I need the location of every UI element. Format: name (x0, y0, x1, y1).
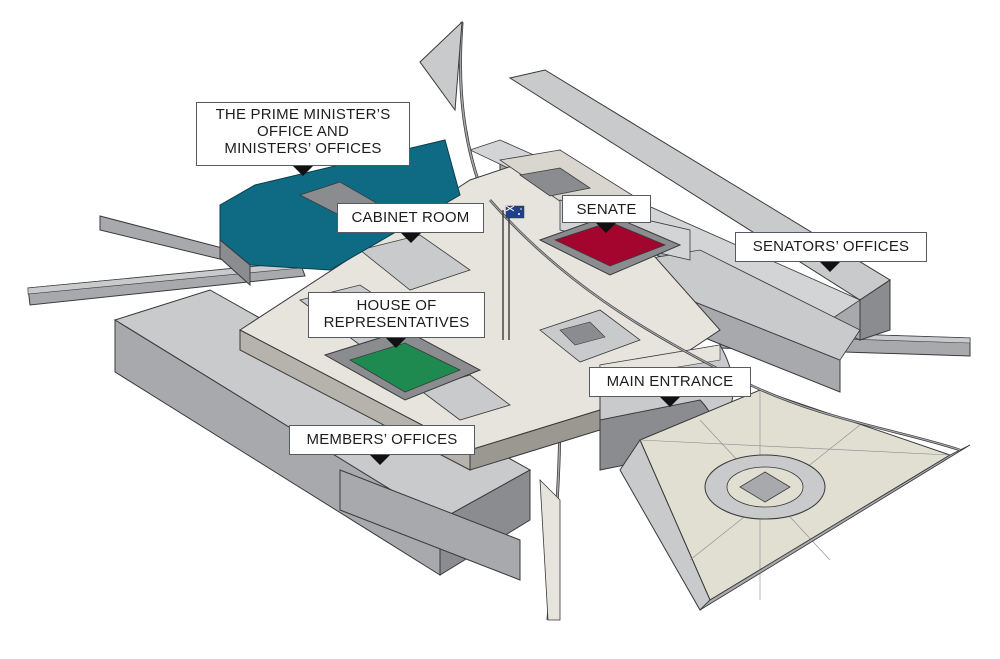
label-senators-offices: SENATORS’ OFFICES (735, 232, 927, 262)
label-pm-office: THE PRIME MINISTER’S OFFICE AND MINISTER… (196, 102, 410, 166)
label-senate: SENATE (562, 195, 651, 223)
label-senators-offices-text: SENATORS’ OFFICES (752, 238, 910, 255)
label-main-entrance: MAIN ENTRANCE (589, 367, 751, 397)
label-house-line-1: HOUSE OF (356, 297, 437, 314)
label-senate-text: SENATE (576, 201, 637, 218)
flagpole (502, 210, 510, 340)
label-house-line-2: REPRESENTATIVES (323, 314, 470, 331)
label-main-entrance-text: MAIN ENTRANCE (606, 373, 734, 390)
label-members-offices: MEMBERS’ OFFICES (289, 425, 475, 455)
label-members-offices-text: MEMBERS’ OFFICES (306, 431, 458, 448)
forecourt (619, 389, 971, 611)
label-pm-office-line-2: OFFICE AND (256, 123, 349, 140)
label-pm-office-line-3: MINISTERS’ OFFICES (224, 140, 382, 157)
pointer-senators-offices (820, 262, 840, 272)
outer-wall-left (27, 261, 306, 306)
label-cabinet-room-text: CABINET ROOM (351, 209, 470, 226)
pointer-pm-office (293, 166, 313, 176)
pointer-cabinet-room (401, 233, 421, 243)
pointer-senate (596, 223, 616, 233)
australian-flag-icon (505, 205, 525, 219)
label-house-of-reps: HOUSE OF REPRESENTATIVES (308, 292, 485, 338)
label-cabinet-room: CABINET ROOM (337, 203, 484, 233)
pointer-house-of-reps (386, 338, 406, 348)
pointer-members-offices (370, 455, 390, 465)
pointer-main-entrance (660, 397, 680, 407)
members-wing (113, 289, 532, 581)
outer-wall-top-left (99, 215, 233, 263)
label-pm-office-line-1: THE PRIME MINISTER’S (215, 106, 391, 123)
house-chamber (323, 329, 482, 401)
senate-chamber (538, 214, 682, 276)
